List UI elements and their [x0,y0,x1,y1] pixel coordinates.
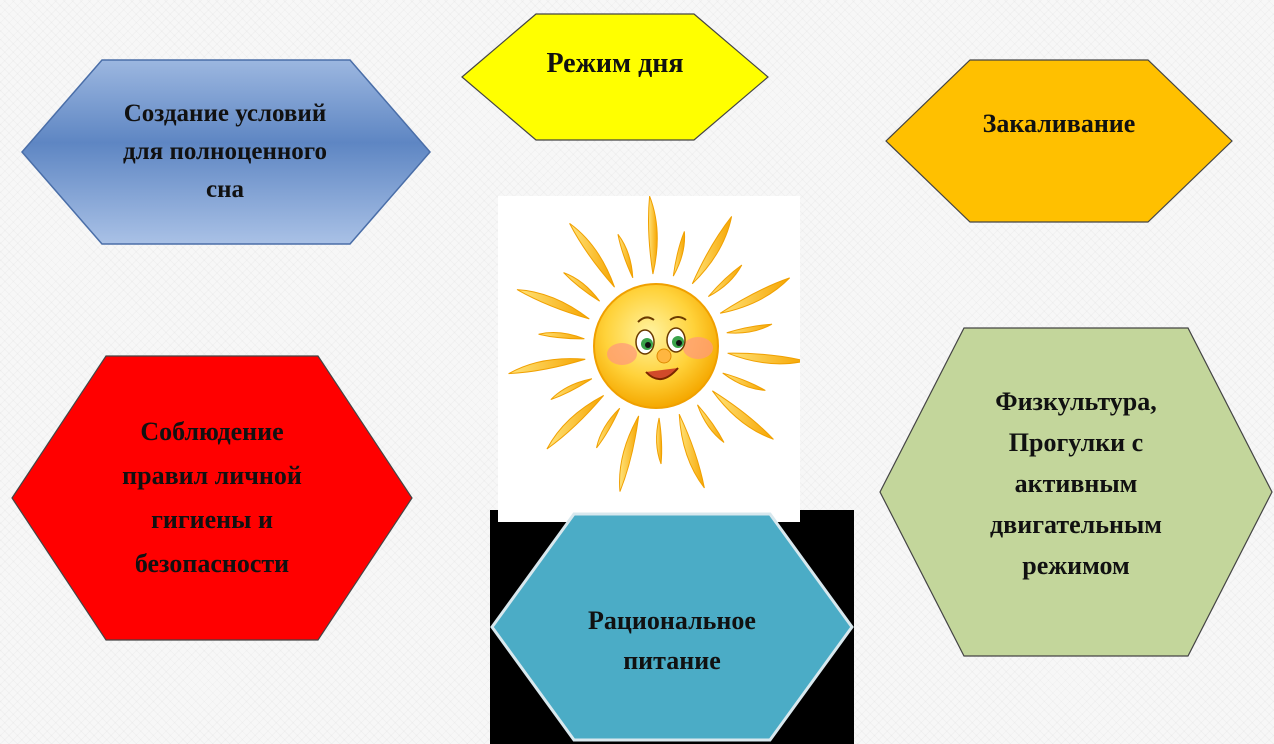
sun-ray [726,323,773,334]
label-line: режимом [1022,550,1130,580]
hexagon-hardening-label: Закаливание [983,106,1136,141]
label-line: активным [1014,468,1138,498]
label-line: Создание условий [123,100,327,127]
hexagon-physical-activity: Физкультура, Прогулки с активным двигате… [878,326,1274,658]
label-line: правил личной [122,461,302,490]
label-line: Режим дня [546,47,684,79]
hexagon-daily-regime: Режим дня [460,12,770,142]
sun-ray [727,352,806,365]
label-line: Закаливание [982,108,1136,138]
sun-ray [538,332,585,340]
label-line: Соблюдение [140,417,284,446]
sun-ray [563,272,601,302]
sun-ray [656,417,663,465]
label-line: сна [205,176,244,203]
sun-ray [596,407,621,449]
hexagon-activity-label: Физкультура, Прогулки с активным двигате… [990,381,1162,586]
hexagon-hygiene-label: Соблюдение правил личной гигиены и безоп… [122,410,302,586]
sun-ray [707,264,743,298]
hexagon-hardening: Закаливание [884,58,1234,224]
label-line: двигательным [990,509,1162,539]
sun-ray [617,234,634,279]
sun-ray [691,216,733,285]
sun-ray [722,372,766,391]
sun-ray [550,378,593,401]
hexagon-hygiene-safety: Соблюдение правил личной гигиены и безоп… [10,354,414,642]
label-line: Рациональное [588,606,756,635]
hexagon-sleep-conditions: Создание условий для полноценного сна [18,58,432,246]
sun-ray [697,404,725,443]
label-line: гигиены и [151,505,273,534]
sun-ray [569,222,615,288]
sun-ray [516,289,590,320]
smiling-sun-icon [508,195,806,492]
sun-ray [508,358,586,375]
sun-ray [719,277,791,314]
label-line: для полноценного [123,138,327,165]
sun-ray [619,415,640,492]
label-line: питание [623,646,721,675]
label-line: Прогулки с [1008,427,1144,457]
hexagon-regime-label: Режим дня [546,46,683,81]
hexagon-nutrition-label: Рациональное питание [588,601,756,681]
label-line: Физкультура, [995,386,1157,416]
sun-image [498,195,806,522]
label-line: безопасности [134,549,290,578]
hexagon-nutrition: Рациональное питание [490,510,854,744]
sun-ray [647,195,658,275]
sun-ray [711,390,774,440]
sun-ray [678,413,705,489]
hexagon-sleep-label: Создание условий для полноценного сна [123,95,327,209]
sun-ray [672,231,686,277]
sun-ray [546,394,605,450]
